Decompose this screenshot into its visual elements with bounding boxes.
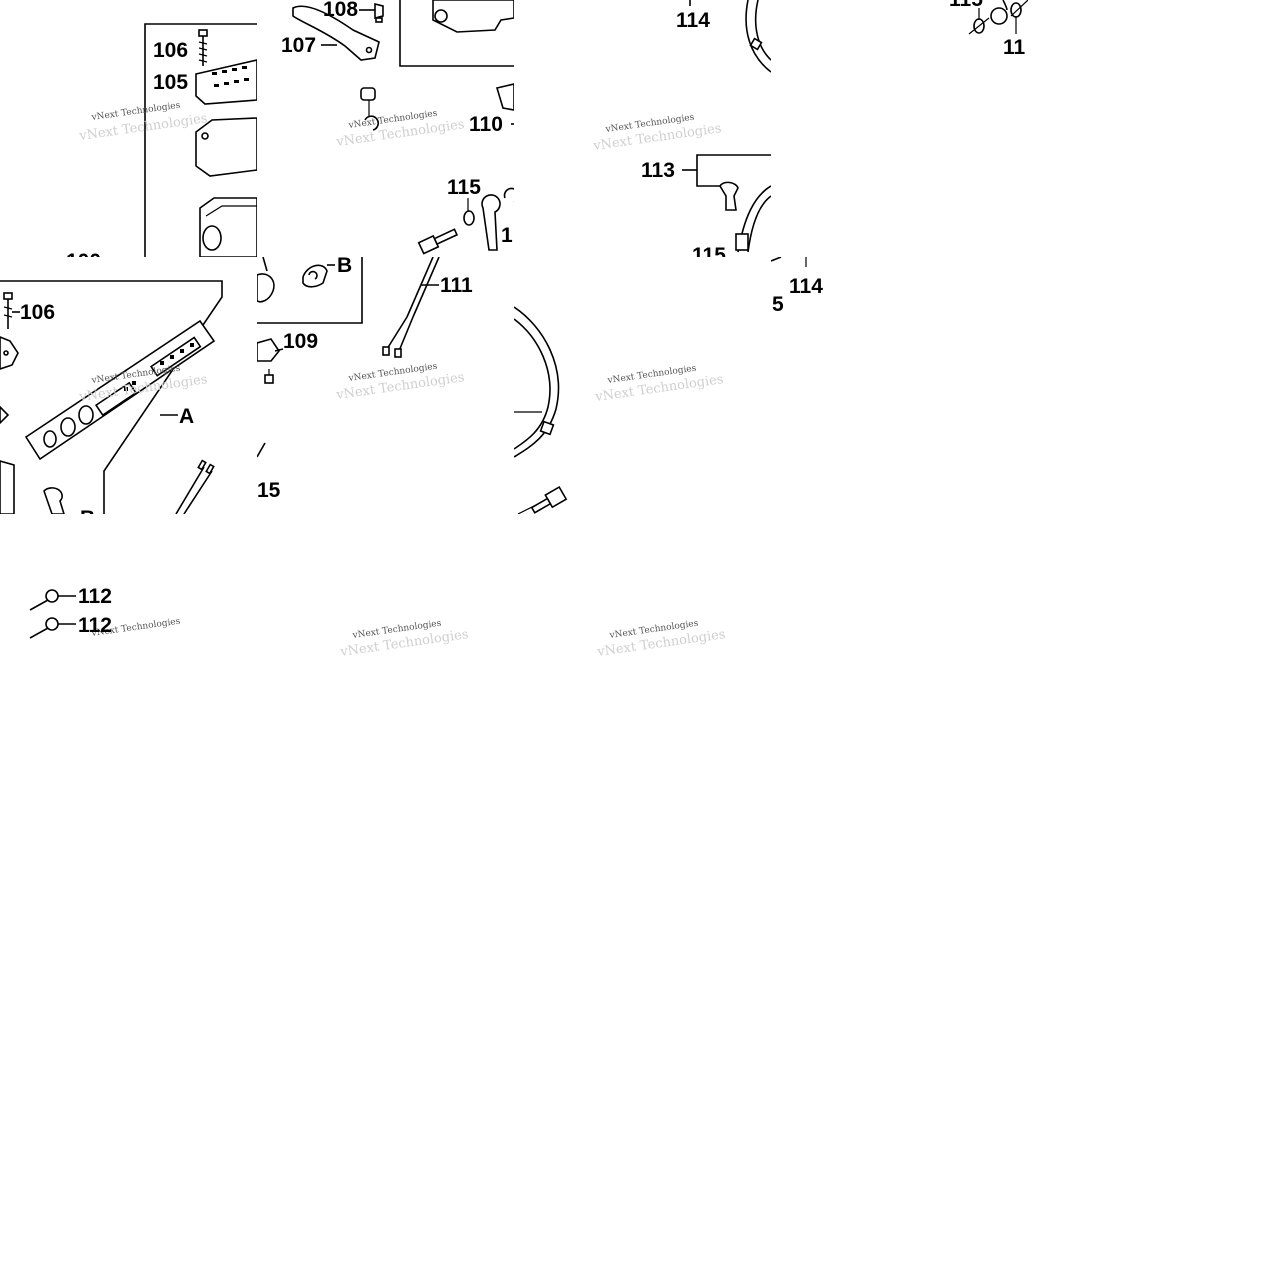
callout-113: 113 xyxy=(641,159,675,182)
callout-110: 110 xyxy=(469,113,503,136)
callout-112: 112 xyxy=(78,585,112,608)
tile-callout-114: 5 114 xyxy=(771,257,1028,514)
callout-106: 106 xyxy=(20,301,55,324)
tile-washers: 115 11 xyxy=(771,0,1028,257)
tile-blank: vNext Technologies vNext Technologies xyxy=(514,514,771,771)
callout-1: 1 xyxy=(501,224,513,247)
tile-reservoir: vNext Technologies vNext Technologies 10… xyxy=(0,0,257,257)
callout-B: B xyxy=(80,507,95,514)
callout-115: 115 xyxy=(692,244,726,257)
callout-106: 106 xyxy=(153,39,188,62)
callout-105: 105 xyxy=(153,71,188,94)
tile-master-cylinder-kit: vNext Technologies vNext Technologies 10… xyxy=(0,257,257,514)
callout-115: 115 xyxy=(447,176,481,199)
callout-15: 15 xyxy=(257,479,281,502)
callout-5: 5 xyxy=(772,293,784,316)
tile-lever: vNext Technologies vNext Technologies 10… xyxy=(257,0,514,257)
screw-112-b xyxy=(29,617,76,639)
screw-112-a xyxy=(29,589,76,611)
callout-108: 108 xyxy=(323,0,358,21)
callout-114: 114 xyxy=(789,275,823,298)
tile-screws: vNext Technologies 112 112 xyxy=(0,514,257,771)
callout-107: 107 xyxy=(281,34,316,57)
callout-111: 111 xyxy=(440,274,473,297)
callout-11: 11 xyxy=(1003,36,1026,59)
callout-100: 100 xyxy=(66,250,101,257)
callout-115: 115 xyxy=(949,0,983,11)
callout-A: A xyxy=(179,405,194,428)
callout-112: 112 xyxy=(78,614,112,637)
tile-hose-lower: vNext Technologies vNext Technologies xyxy=(514,257,771,514)
tile-switch-cable: vNext Technologies vNext Technologies B … xyxy=(257,257,514,514)
callout-B: B xyxy=(337,257,352,277)
callout-114: 114 xyxy=(676,9,710,32)
tile-hose-upper: vNext Technologies vNext Technologies 11… xyxy=(514,0,771,257)
callout-109: 109 xyxy=(283,330,318,353)
tile-blank: vNext Technologies vNext Technologies xyxy=(257,514,514,771)
